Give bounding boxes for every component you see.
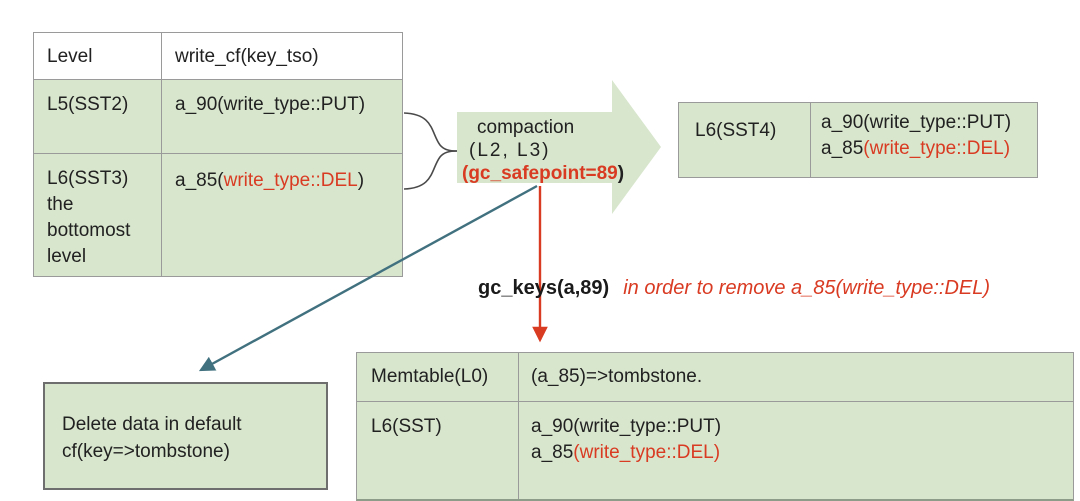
result-level: L6(SST4): [695, 120, 777, 141]
source-row2-level-cell: L6(SST3) the bottomost level: [34, 154, 162, 276]
bottom-row1-key-cell: Memtable(L0): [357, 353, 519, 402]
compaction-label-line3: (gc_safepoint=89): [462, 162, 624, 185]
brace-top-icon: [403, 112, 458, 152]
bottom-row2-value-line2-pre: a_85: [531, 442, 574, 463]
compaction-arrow-label: compaction (L2, L3) (gc_safepoint=89): [462, 116, 624, 185]
source-row2-level-line3: bottomost: [47, 220, 131, 241]
bottom-row2-key: L6(SST): [371, 416, 442, 437]
gc-keys-call: gc_keys(a,89): [478, 277, 610, 299]
gc-keys-note: in order to remove a_85(write_type::DEL): [623, 277, 991, 299]
source-row2-level-line1: L6(SST3): [47, 168, 129, 189]
bottom-row2-value-cell: a_90(write_type::PUT) a_85(write_type::D…: [519, 402, 1073, 499]
source-row2-level-line2: the: [47, 194, 74, 215]
source-row2-value-post: ): [357, 170, 365, 191]
source-levels-table: Level write_cf(key_tso) L5(SST2) a_90(wr…: [33, 32, 403, 277]
source-row1-level: L5(SST2): [47, 94, 129, 115]
bottom-row2-value-line1: a_90(write_type::PUT): [531, 416, 722, 437]
delete-box-line1: Delete data in default: [62, 414, 242, 435]
delete-default-cf-box: Delete data in default cf(key=>tombstone…: [43, 382, 328, 490]
bottom-row2-value-line2: a_85(write_type::DEL): [531, 440, 1065, 466]
compaction-label-line2: (L2, L3): [469, 140, 551, 161]
bottom-row2-value-line2-del: (write_type::DEL): [573, 442, 721, 463]
gc-safepoint-close-paren: ): [617, 163, 625, 184]
result-value-cell: a_90(write_type::PUT) a_85(write_type::D…: [811, 103, 1037, 177]
header-level-label: Level: [47, 46, 93, 67]
source-row1-value-cell: a_90(write_type::PUT): [162, 80, 402, 154]
gc-keys-annotation: gc_keys(a,89) in order to remove a_85(wri…: [478, 277, 990, 300]
result-value-line1: a_90(write_type::PUT): [821, 112, 1012, 133]
source-table-header-level: Level: [34, 33, 162, 80]
delete-box-line2: cf(key=>tombstone): [62, 441, 230, 462]
header-writecf-label: write_cf(key_tso): [175, 46, 319, 67]
bottom-row1-key: Memtable(L0): [371, 366, 489, 387]
source-row1-level-cell: L5(SST2): [34, 80, 162, 154]
result-value-line2-del: (write_type::DEL): [863, 138, 1011, 159]
source-row1-value: a_90(write_type::PUT): [175, 94, 366, 115]
source-table-header-writecf: write_cf(key_tso): [162, 33, 402, 80]
source-row2-value-cell: a_85(write_type::DEL): [162, 154, 402, 276]
source-row2-value-pre: a_85(: [175, 170, 224, 191]
bottom-row2-key-cell: L6(SST): [357, 402, 519, 499]
source-row2-level-line4: level: [47, 246, 87, 267]
source-row2-value-del: write_type::DEL: [223, 170, 358, 191]
gc-safepoint-text: (gc_safepoint=89: [462, 163, 618, 184]
compacted-result-table: L6(SST4) a_90(write_type::PUT) a_85(writ…: [678, 102, 1038, 178]
result-value-line2-pre: a_85: [821, 138, 864, 159]
after-gc-table: Memtable(L0) (a_85)=>tombstone. L6(SST) …: [356, 352, 1074, 501]
result-value-line2: a_85(write_type::DEL): [821, 136, 1029, 162]
bottom-row1-value: (a_85)=>tombstone.: [531, 366, 703, 387]
result-level-cell: L6(SST4): [679, 103, 811, 177]
brace-bottom-icon: [403, 150, 458, 190]
bottom-row1-value-cell: (a_85)=>tombstone.: [519, 353, 1073, 402]
compaction-label-line1: compaction: [477, 117, 575, 138]
